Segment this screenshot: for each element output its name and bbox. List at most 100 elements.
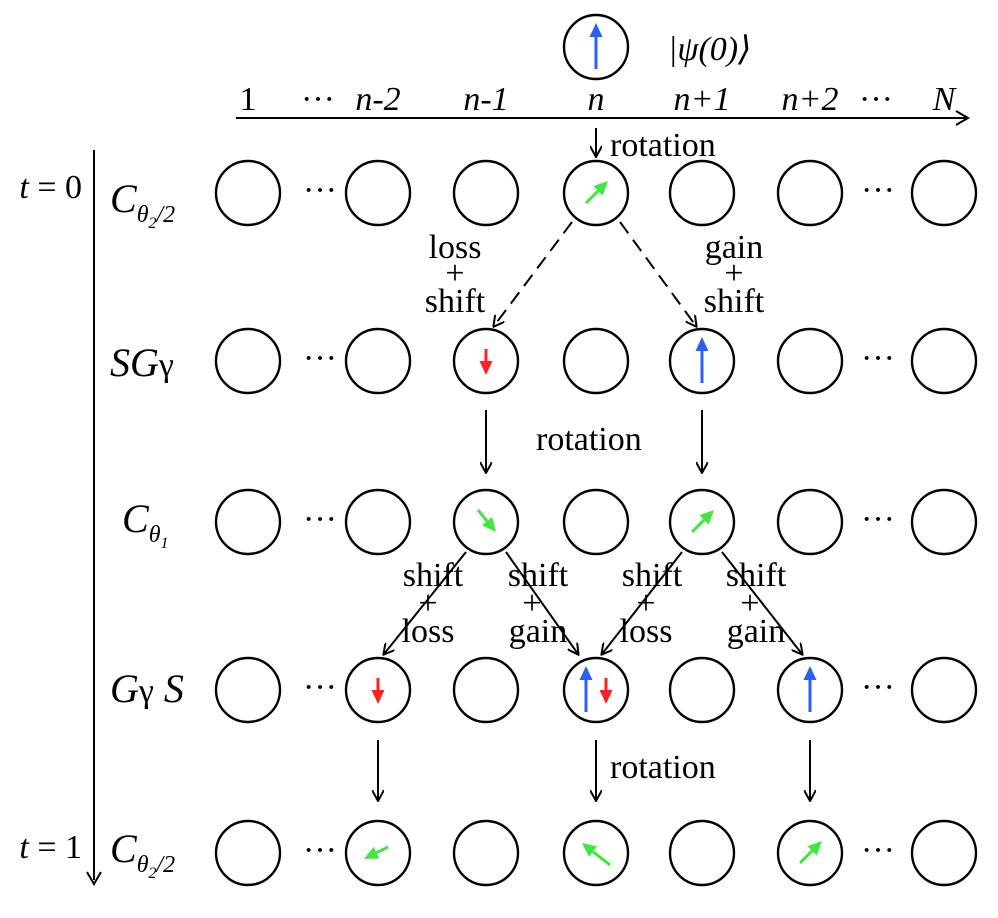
spin-up-right-green-arrow-n+1-row-3-shaft [690, 518, 706, 534]
ellipsis-right-row-5: ··· [861, 832, 895, 869]
connectors [378, 128, 810, 800]
spin-up-right-green-arrow-n+1-row-3-head [699, 510, 714, 525]
position-label-N: N [932, 81, 958, 118]
operator-label-coin-half-bottom: Cθ2/2 [110, 826, 175, 882]
site-N-row-3 [910, 488, 978, 556]
operator-label-shift-gain: SGγ [110, 340, 174, 385]
operator-label-coin-half-top: Cθ2/2 [110, 176, 175, 232]
position-label-n: n [588, 81, 605, 118]
site-n+1-row-1 [668, 159, 736, 227]
label-loss-3c: loss [620, 613, 673, 650]
spin-down-red-arrow-n-1-row-2-head [479, 361, 493, 375]
ellipsis-left-row-3: ··· [303, 501, 337, 538]
ellipsis-right-row-4: ··· [861, 669, 895, 706]
spin-down-red-arrow-n-2-row-4-head [371, 690, 385, 704]
arrow-shift-loss-2 [602, 551, 683, 654]
label-gain-3b: gain [509, 613, 568, 650]
time-axis: t = 0 t = 1 [19, 150, 102, 886]
position-label-1: 1 [240, 81, 257, 118]
label-rotation-middle: rotation [536, 421, 642, 458]
ellipsis-right-row-1: ··· [861, 172, 895, 209]
spin-up-right-green-arrow-n+2-row-5-head [807, 841, 822, 856]
spin-left-green-arrow-n-2-row-5-head [364, 846, 380, 859]
spin-up-left-green-arrow-n-row-5 [582, 843, 611, 867]
site-n-1-row-5 [452, 819, 520, 887]
site-row-1: ··· ··· [214, 159, 978, 227]
spin-up-blue-arrow-n-row-4 [579, 666, 593, 712]
spin-down-red-arrow-n-row-4-head [599, 690, 613, 704]
label-plus-3a: + [418, 585, 437, 622]
label-plus-3b: + [522, 585, 541, 622]
label-gain-3d: gain [727, 613, 786, 650]
label-plus-3c: + [636, 585, 655, 622]
site-grid: ······························ [214, 159, 978, 887]
spin-up-right-green-arrow-n-row-1-head [593, 181, 608, 196]
spin-down-red-arrow-n-row-4 [599, 678, 613, 704]
site-row-3: ··· ··· [214, 488, 978, 556]
site-n+1-row-4 [668, 656, 736, 724]
annotations: rotation loss + shift gain + shift rotat… [402, 127, 787, 786]
site-row-5: ··· ··· [214, 819, 978, 887]
time-axis-arrowhead [86, 871, 102, 886]
position-label-n-1: n-1 [463, 81, 508, 118]
arrow-loss-shift-step1 [494, 221, 573, 326]
site-row-4: ······ [214, 656, 978, 724]
label-shift-3d: shift [726, 557, 787, 594]
position-label-n+1: n+1 [674, 81, 731, 118]
site-n+2-row-2 [776, 327, 844, 395]
label-shift-gain-step1: shift [704, 283, 765, 320]
position-label-n+2: n+2 [782, 81, 839, 118]
site-1-row-5 [214, 819, 282, 887]
site-n-row-3 [562, 488, 630, 556]
site-n+1-row-5 [668, 819, 736, 887]
spin-down-red-arrow-n-2-row-4 [371, 678, 385, 704]
ellipsis-left-row-2: ··· [303, 340, 337, 377]
initial-spin-arrow [589, 23, 603, 69]
site-n-row-2 [562, 327, 630, 395]
site-1-row-2 [214, 327, 282, 395]
site-row-2: ··· ··· [214, 327, 978, 395]
position-label-n-2: n-2 [355, 81, 400, 118]
position-label-ellipsis-right: ··· [859, 81, 893, 118]
site-N-row-2 [910, 327, 978, 395]
initial-spin-up-arrow-head [589, 23, 603, 37]
site-n+2-row-3 [776, 488, 844, 556]
ellipsis-left-row-5: ··· [303, 832, 337, 869]
ellipsis-right-row-3: ··· [861, 501, 895, 538]
label-shift-3c: shift [622, 557, 683, 594]
time-label-end: t = 1 [19, 829, 82, 866]
spin-left-green-arrow-n-2-row-5 [364, 845, 389, 859]
site-1-row-1 [214, 159, 282, 227]
operator-label-coin-theta1: Cθ1 [122, 496, 168, 552]
site-N-row-1 [910, 159, 978, 227]
initial-state-label: |ψ(0)⟩ [668, 31, 751, 68]
label-rotation-bottom: rotation [610, 749, 716, 786]
operator-labels: Cθ2/2 SGγ Cθ1 Gγ S Cθ2/2 [110, 176, 184, 882]
spin-up-right-green-arrow-n-row-1-shaft [584, 189, 600, 205]
label-shift-3a: shift [403, 557, 464, 594]
spin-up-left-green-arrow-n-row-5-shaft [592, 850, 611, 867]
site-n-1-row-4 [452, 656, 520, 724]
ellipsis-right-row-2: ··· [861, 340, 895, 377]
spin-up-blue-arrow-n+1-row-2 [695, 337, 709, 383]
spin-up-right-green-arrow-n+2-row-5 [798, 841, 822, 865]
spin-down-right-green-arrow-n-1-row-3-head [482, 517, 496, 532]
site-N-row-4 [910, 656, 978, 724]
label-plus-3d: + [740, 585, 759, 622]
label-loss-step1: loss [429, 229, 482, 266]
spin-up-blue-arrow-n-row-4-head [579, 666, 593, 680]
position-axis: 1 ··· n-2 n-1 n n+1 n+2 ··· N [236, 81, 970, 126]
label-plus-loss-step1: + [445, 255, 464, 292]
arrow-shift-loss-1 [384, 551, 467, 654]
spin-up-blue-arrow-n+1-row-2-head [695, 337, 709, 351]
spin-down-red-arrow-n-1-row-2 [479, 349, 493, 375]
site-n+2-row-1 [776, 159, 844, 227]
time-label-start: t = 0 [19, 169, 82, 206]
spin-down-right-green-arrow-n-1-row-3 [476, 509, 496, 532]
label-shift-loss-step1: shift [425, 283, 486, 320]
site-n-2-row-2 [344, 327, 412, 395]
ellipsis-left-row-1: ··· [303, 172, 337, 209]
site-1-row-3 [214, 488, 282, 556]
initial-state: |ψ(0)⟩ [562, 13, 751, 81]
